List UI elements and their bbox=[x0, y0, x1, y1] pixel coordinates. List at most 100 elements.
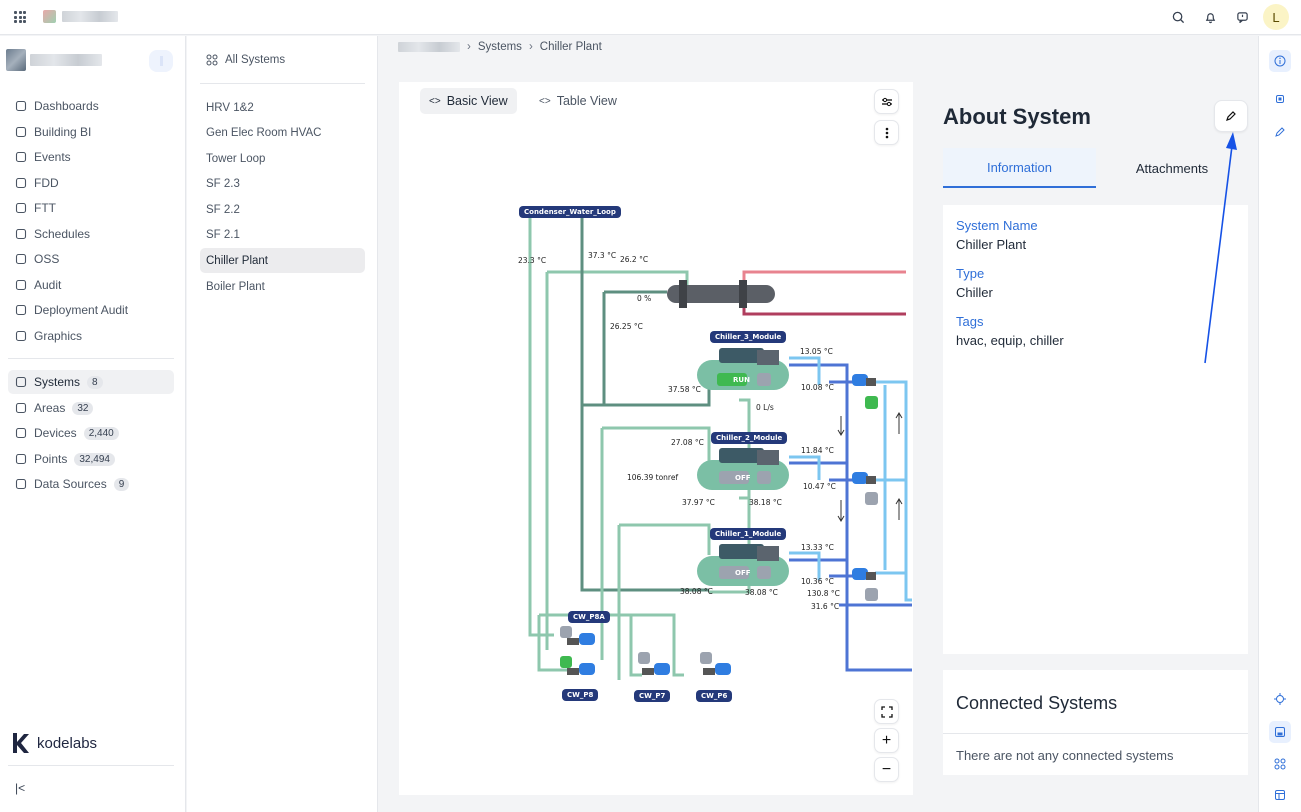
sidebar-item-label: Schedules bbox=[34, 227, 91, 241]
avatar[interactable]: L bbox=[1263, 4, 1289, 30]
subpanel-divider bbox=[200, 83, 365, 84]
zoom-in-button[interactable]: + bbox=[874, 728, 899, 753]
chat-icon[interactable] bbox=[1231, 6, 1253, 28]
pump-icon[interactable] bbox=[703, 663, 731, 675]
sidebar-item-oss[interactable]: OSS bbox=[8, 247, 174, 271]
pump-icon[interactable] bbox=[567, 663, 595, 675]
collapse-sidebar-icon[interactable]: |< bbox=[15, 781, 26, 795]
table-view-tab[interactable]: <>Table View bbox=[530, 88, 626, 114]
connected-systems-card: Connected Systems There are not any conn… bbox=[943, 670, 1248, 775]
breadcrumb-systems[interactable]: Systems bbox=[477, 41, 522, 53]
chiller-toggle-icon[interactable] bbox=[757, 471, 771, 484]
basic-view-tab[interactable]: <>Basic View bbox=[420, 88, 517, 114]
sidebar-item-label: FDD bbox=[34, 176, 59, 190]
systems-icon[interactable] bbox=[1269, 753, 1291, 775]
system-list-item[interactable]: SF 2.2 bbox=[206, 203, 240, 216]
target-icon[interactable] bbox=[1269, 688, 1291, 710]
sidebar-item-audit[interactable]: Audit bbox=[8, 273, 174, 297]
count-badge: 8 bbox=[87, 375, 103, 389]
pump-status-off-icon bbox=[560, 626, 572, 638]
edit-system-button[interactable] bbox=[1214, 100, 1248, 132]
pump-icon[interactable] bbox=[852, 374, 876, 386]
system-list-item[interactable]: Chiller Plant bbox=[200, 248, 365, 273]
site-switch-icon[interactable] bbox=[149, 50, 173, 72]
tab-attachments[interactable]: Attachments bbox=[1096, 148, 1248, 188]
status-off-chip bbox=[719, 471, 749, 484]
layout-icon[interactable] bbox=[1269, 784, 1291, 806]
search-icon[interactable] bbox=[1167, 6, 1189, 28]
tab-information[interactable]: Information bbox=[943, 148, 1096, 188]
pencil-icon[interactable] bbox=[1269, 121, 1291, 143]
pump-icon[interactable] bbox=[642, 663, 670, 675]
chilled-water-pipe bbox=[789, 551, 821, 580]
sidebar-item-graphics[interactable]: Graphics bbox=[8, 324, 174, 348]
equipment-label: OFF bbox=[735, 474, 751, 482]
system-list-item[interactable]: Boiler Plant bbox=[206, 280, 265, 293]
system-list-item[interactable]: SF 2.3 bbox=[206, 177, 240, 190]
system-list-item[interactable]: SF 2.1 bbox=[206, 228, 240, 241]
fullscreen-button[interactable] bbox=[874, 699, 899, 724]
sidebar-item-building-bi[interactable]: Building BI bbox=[8, 120, 174, 144]
chiller-2-unit[interactable] bbox=[697, 448, 789, 490]
sidebar-item-dashboards[interactable]: Dashboards bbox=[8, 94, 174, 118]
sidebar-item-label: Data Sources bbox=[34, 477, 107, 491]
chilled-water-pipe bbox=[789, 363, 912, 672]
chart-icon bbox=[15, 126, 34, 138]
basic-view-label: Basic View bbox=[446, 94, 508, 108]
sensor-reading: 130.8 °C bbox=[807, 589, 840, 598]
sidebar-item-label: Audit bbox=[34, 278, 62, 292]
more-options-button[interactable] bbox=[874, 120, 899, 145]
chilled-water-pipe bbox=[875, 380, 912, 602]
connected-systems-empty: There are not any connected systems bbox=[956, 748, 1174, 763]
flow-arrow-up bbox=[895, 498, 903, 520]
status-run-chip bbox=[717, 373, 747, 386]
hot-water-pipe bbox=[742, 270, 906, 286]
chiller-1-unit[interactable] bbox=[697, 544, 789, 586]
chiller-plant-diagram bbox=[528, 218, 912, 680]
layers-icon bbox=[15, 402, 34, 414]
zoom-out-button[interactable]: − bbox=[874, 757, 899, 782]
system-list-item[interactable]: Tower Loop bbox=[206, 152, 266, 165]
breadcrumb-separator: › bbox=[528, 41, 533, 53]
sidebar-item-deployment-audit[interactable]: Deployment Audit bbox=[8, 298, 174, 322]
sidebar-item-schedules[interactable]: Schedules bbox=[8, 222, 174, 246]
system-diagram-canvas[interactable] bbox=[399, 82, 913, 795]
chip-icon[interactable] bbox=[1269, 88, 1291, 110]
save-icon[interactable] bbox=[1269, 721, 1291, 743]
breadcrumb-site[interactable] bbox=[398, 42, 460, 52]
bell-icon[interactable] bbox=[1199, 6, 1221, 28]
kodelabs-logo-text: kodelabs bbox=[37, 734, 98, 752]
dashboard-icon bbox=[15, 100, 34, 112]
sidebar-item-fdd[interactable]: FDD bbox=[8, 171, 174, 195]
field-label: Tags bbox=[956, 314, 984, 329]
sliders-icon bbox=[881, 97, 892, 106]
chiller-toggle-icon[interactable] bbox=[757, 373, 771, 386]
system-list-item[interactable]: HRV 1&2 bbox=[206, 101, 254, 114]
system-list-item[interactable]: Gen Elec Room HVAC bbox=[206, 126, 322, 139]
sensor-reading: 37.58 °C bbox=[668, 385, 701, 394]
tab-attachments-label: Attachments bbox=[1135, 160, 1209, 176]
all-systems-header[interactable]: All Systems bbox=[206, 54, 285, 66]
breadcrumb-chiller-plant: Chiller Plant bbox=[539, 41, 602, 53]
info-icon[interactable] bbox=[1269, 50, 1291, 72]
chiller-toggle-icon[interactable] bbox=[757, 566, 771, 579]
pump-icon[interactable] bbox=[852, 568, 876, 580]
chiller-3-unit[interactable] bbox=[697, 348, 789, 390]
sensor-reading: 0 % bbox=[637, 294, 652, 303]
pump-icon[interactable] bbox=[567, 633, 595, 645]
systems-icon bbox=[15, 376, 34, 388]
equipment-label: CW_P8A bbox=[568, 611, 610, 623]
condenser-pipe bbox=[537, 615, 574, 672]
sidebar-item-ftt[interactable]: FTT bbox=[8, 196, 174, 220]
pump-icon[interactable] bbox=[852, 472, 876, 484]
apps-grid-icon[interactable] bbox=[14, 11, 26, 23]
filter-settings-button[interactable] bbox=[874, 89, 899, 114]
sidebar-item-events[interactable]: Events bbox=[8, 145, 174, 169]
return-water-pipe bbox=[742, 302, 906, 316]
